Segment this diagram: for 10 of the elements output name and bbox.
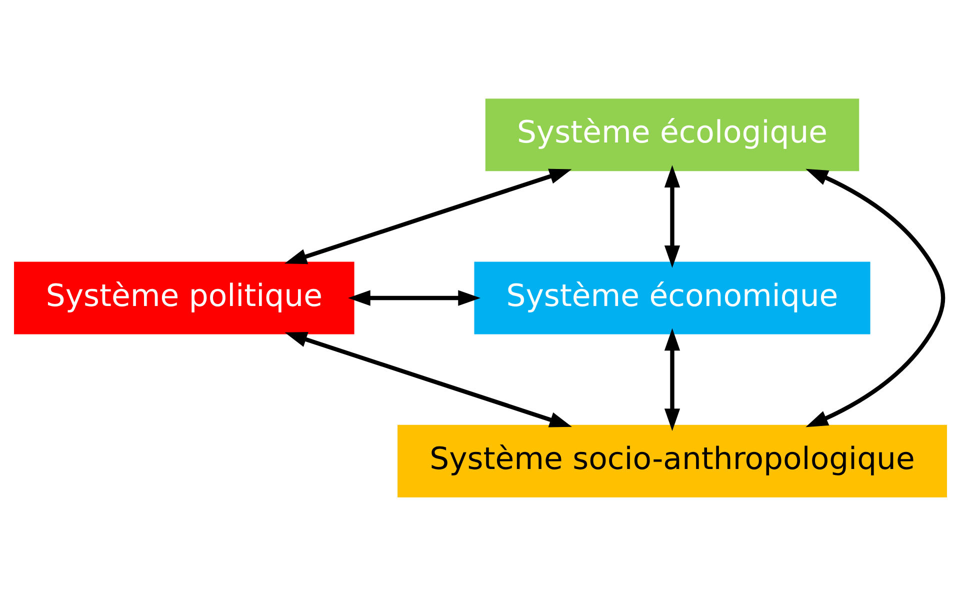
node-box: Système écologique [485, 98, 860, 172]
arrow [806, 168, 946, 428]
node-box: Système socio-anthropologique [398, 424, 947, 498]
node-box: Système économique [474, 262, 870, 334]
arrow [284, 332, 572, 428]
arrow [664, 328, 680, 431]
arrow [284, 168, 572, 264]
arrow [664, 165, 680, 268]
arrow [348, 290, 480, 306]
node-box: Système politique [14, 262, 354, 334]
